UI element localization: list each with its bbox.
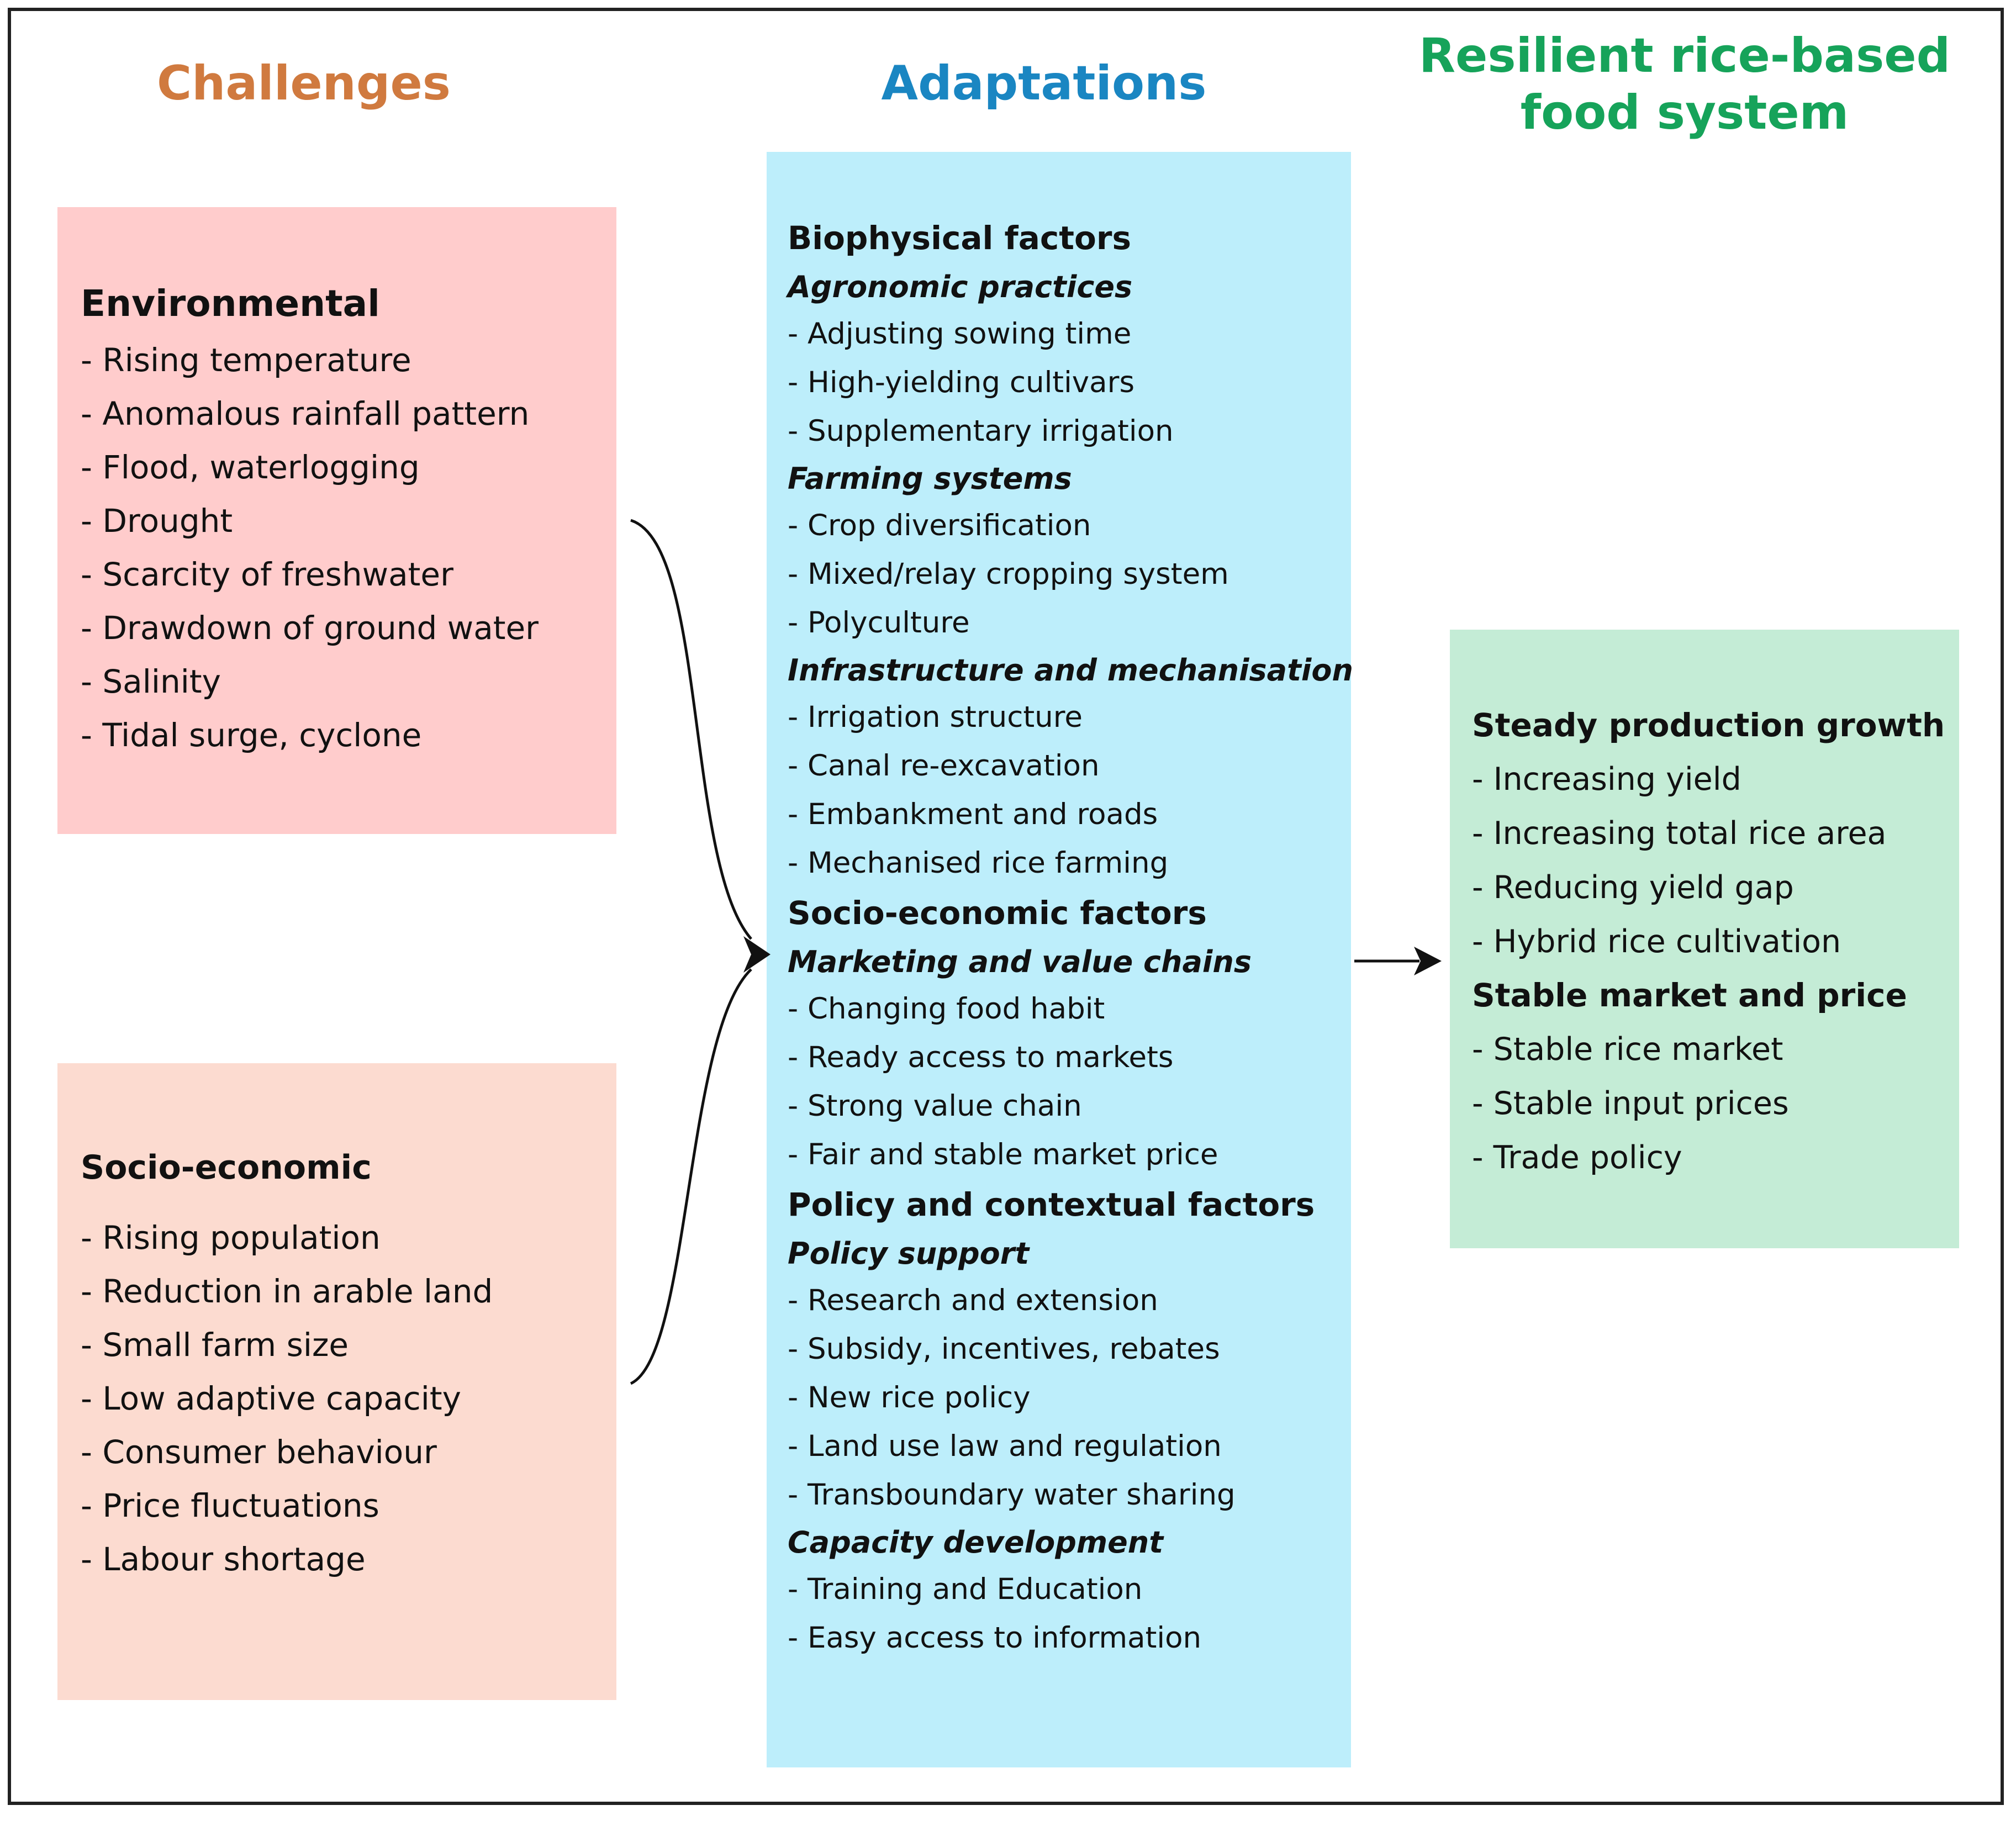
list-item: - Reduction in arable land	[81, 1273, 493, 1310]
list-item: - Embankment and roads	[788, 798, 1158, 831]
list-item: - Land use law and regulation	[788, 1429, 1222, 1463]
list-item: - Fair and stable market price	[788, 1138, 1218, 1171]
list-item: - Canal re-excavation	[788, 749, 1100, 783]
resilient-outcomes-box: Steady production growth - Increasing yi…	[1450, 630, 1959, 1248]
resilient-heading-line2: food system	[1520, 85, 1849, 141]
list-item: - Stable input prices	[1472, 1085, 1789, 1122]
marketing-value-chains-title: Marketing and value chains	[788, 944, 1252, 979]
list-item: - Scarcity of freshwater	[81, 556, 453, 594]
list-item: - Price fluctuations	[81, 1487, 379, 1524]
infrastructure-title: Infrastructure and mechanisation	[788, 653, 1353, 688]
list-item: - Irrigation structure	[788, 700, 1083, 734]
list-item: - Hybrid rice cultivation	[1472, 923, 1841, 960]
adaptations-heading: Adaptations	[881, 56, 1207, 111]
environmental-challenges-box: Environmental - Rising temperature - Ano…	[57, 207, 616, 834]
list-item: - Polyculture	[788, 606, 970, 640]
stable-market-title: Stable market and price	[1472, 977, 1907, 1014]
socioeconomic-factors-title: Socio-economic factors	[788, 894, 1207, 932]
list-item: - Research and extension	[788, 1284, 1158, 1317]
arrowhead-icon	[743, 936, 770, 973]
list-item: - Mechanised rice farming	[788, 846, 1169, 880]
list-item: - Salinity	[81, 663, 221, 701]
list-item: - Ready access to markets	[788, 1041, 1174, 1074]
list-item: - Mixed/relay cropping system	[788, 557, 1229, 591]
challenges-heading: Challenges	[157, 56, 451, 111]
list-item: - Stable rice market	[1472, 1031, 1783, 1068]
list-item: - Tidal surge, cyclone	[81, 716, 422, 754]
list-item: - Consumer behaviour	[81, 1433, 437, 1471]
list-item: - Strong value chain	[788, 1089, 1082, 1123]
list-item: - Adjusting sowing time	[788, 317, 1132, 351]
arrowhead-icon	[1414, 947, 1442, 975]
farming-systems-title: Farming systems	[788, 461, 1072, 496]
list-item: - Supplementary irrigation	[788, 414, 1174, 448]
socioeconomic-title: Socio-economic	[81, 1148, 372, 1187]
list-item: - High-yielding cultivars	[788, 366, 1135, 399]
resilient-heading: Resilient rice-based food system	[1381, 28, 1988, 141]
list-item: - Crop diversification	[788, 509, 1091, 542]
list-item: - Transboundary water sharing	[788, 1478, 1236, 1512]
list-item: - Increasing total rice area	[1472, 815, 1887, 852]
list-item: - Subsidy, incentives, rebates	[788, 1332, 1220, 1366]
list-item: - Reducing yield gap	[1472, 869, 1794, 906]
adaptations-box: Biophysical factors Agronomic practices …	[767, 152, 1353, 1767]
list-item: - Drought	[81, 502, 233, 540]
list-item: - Low adaptive capacity	[81, 1380, 461, 1417]
environmental-to-adaptations-arrow	[630, 519, 752, 940]
list-item: - Drawdown of ground water	[81, 609, 539, 647]
list-item: - Anomalous rainfall pattern	[81, 395, 530, 433]
list-item: - Rising temperature	[81, 341, 411, 379]
capacity-development-title: Capacity development	[788, 1525, 1164, 1560]
list-item: - Labour shortage	[81, 1540, 366, 1578]
list-item: - Trade policy	[1472, 1139, 1682, 1176]
biophysical-factors-title: Biophysical factors	[788, 219, 1131, 257]
list-item: - Easy access to information	[788, 1621, 1202, 1655]
steady-production-title: Steady production growth	[1472, 706, 1945, 744]
list-item: - Rising population	[81, 1219, 381, 1257]
list-item: - Flood, waterlogging	[81, 448, 420, 487]
agronomic-practices-title: Agronomic practices	[788, 270, 1133, 304]
socioeconomic-challenges-box: Socio-economic - Rising population - Red…	[57, 1063, 616, 1700]
list-item: - Increasing yield	[1472, 761, 1741, 798]
figure-frame	[8, 8, 2004, 1805]
policy-factors-title: Policy and contextual factors	[788, 1186, 1315, 1223]
policy-support-title: Policy support	[788, 1236, 1030, 1271]
list-item: - Training and Education	[788, 1572, 1143, 1606]
list-item: - Changing food habit	[788, 992, 1105, 1026]
list-item: - Small farm size	[81, 1326, 349, 1364]
socioeconomic-to-adaptations-arrow	[630, 968, 752, 1385]
resilient-heading-line1: Resilient rice-based	[1418, 28, 1951, 83]
list-item: - New rice policy	[788, 1381, 1031, 1414]
environmental-title: Environmental	[81, 282, 380, 325]
